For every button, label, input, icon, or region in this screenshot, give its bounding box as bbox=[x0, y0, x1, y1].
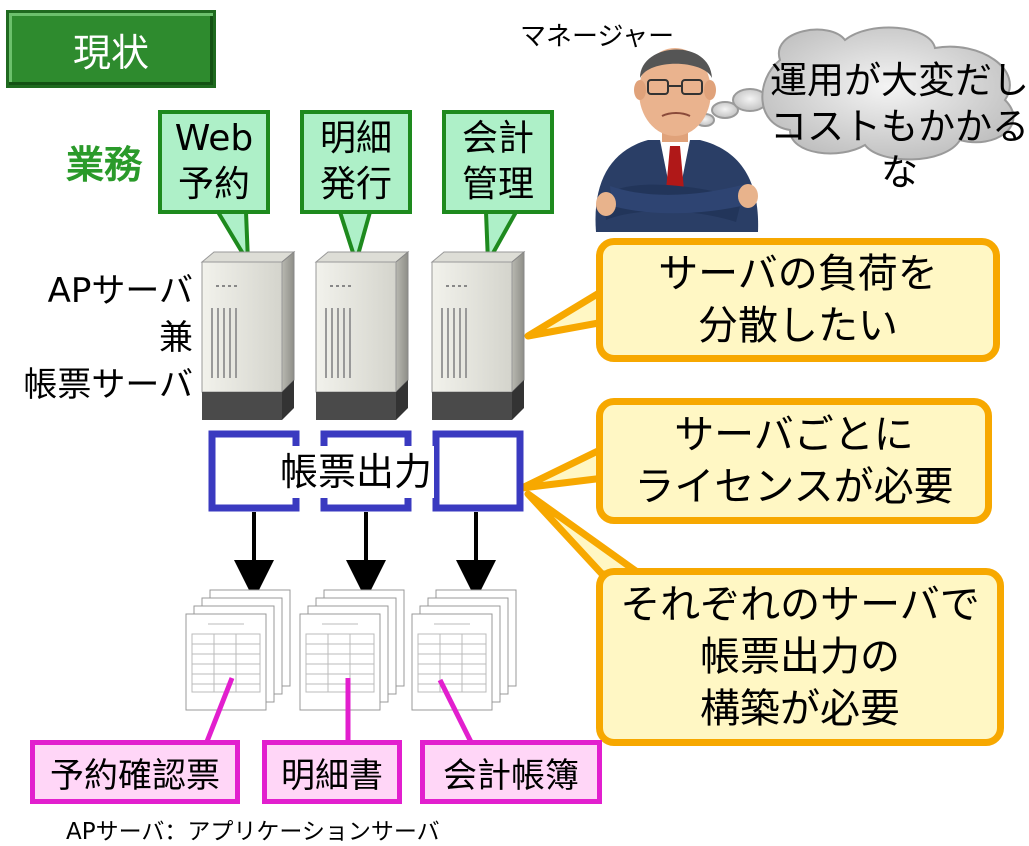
issue-build-per-server: それぞれのサーバで 帳票出力の 構築が必要 bbox=[596, 568, 1004, 746]
thought-line: 運用が大変だし bbox=[770, 59, 1029, 102]
business-item-line: 管理 bbox=[461, 164, 534, 205]
server-icon bbox=[200, 250, 526, 420]
document-label-reservation-confirmation: 予約確認票 bbox=[30, 740, 240, 804]
manager-label: マネージャー bbox=[520, 22, 675, 52]
issue-line: 構築が必要 bbox=[700, 686, 900, 732]
server-label-line: 兼 bbox=[159, 318, 193, 358]
server-label: APサーバ 兼 帳票サーバ bbox=[23, 268, 193, 409]
issue-line: 帳票出力の bbox=[700, 634, 900, 680]
issue-line: サーバの負荷を bbox=[658, 251, 938, 297]
page-title: 現状 bbox=[6, 10, 216, 88]
pink-callout-lines bbox=[203, 677, 475, 746]
footnote: APサーバ：アプリケーションサーバ bbox=[66, 819, 440, 845]
business-label: 業務 bbox=[66, 143, 143, 187]
thought-line: コストもかかるな bbox=[770, 105, 1029, 194]
issue-line: それぞれのサーバで bbox=[620, 582, 980, 628]
issue-line: 分散したい bbox=[698, 303, 898, 349]
issue-line: サーバごとに bbox=[674, 412, 914, 458]
output-arrows bbox=[234, 512, 496, 600]
issue-line: ライセンスが必要 bbox=[634, 464, 954, 510]
business-item-web-reservation: Web 予約 bbox=[158, 110, 270, 214]
manager-person-icon bbox=[595, 48, 759, 232]
business-item-line: 会計 bbox=[461, 118, 534, 159]
business-item-statement-issue: 明細 発行 bbox=[300, 110, 412, 214]
document-stack-icon bbox=[185, 589, 517, 711]
business-item-line: 予約 bbox=[177, 164, 250, 205]
manager-thought: 運用が大変だし コストもかかるな bbox=[770, 58, 1029, 196]
business-item-line: Web bbox=[174, 118, 254, 159]
business-item-line: 発行 bbox=[319, 164, 392, 205]
issue-license-per-server: サーバごとに ライセンスが必要 bbox=[596, 398, 992, 524]
server-label-line: APサーバ bbox=[47, 271, 193, 311]
business-item-accounting: 会計 管理 bbox=[442, 110, 554, 214]
business-item-line: 明細 bbox=[319, 118, 392, 159]
server-label-line: 帳票サーバ bbox=[23, 365, 193, 405]
green-callout-tails bbox=[216, 210, 518, 264]
document-label-statement: 明細書 bbox=[262, 740, 402, 804]
issue-load-distribution: サーバの負荷を 分散したい bbox=[596, 238, 1000, 362]
output-label: 帳票出力 bbox=[278, 446, 435, 498]
document-label-ledger: 会計帳簿 bbox=[420, 740, 602, 804]
